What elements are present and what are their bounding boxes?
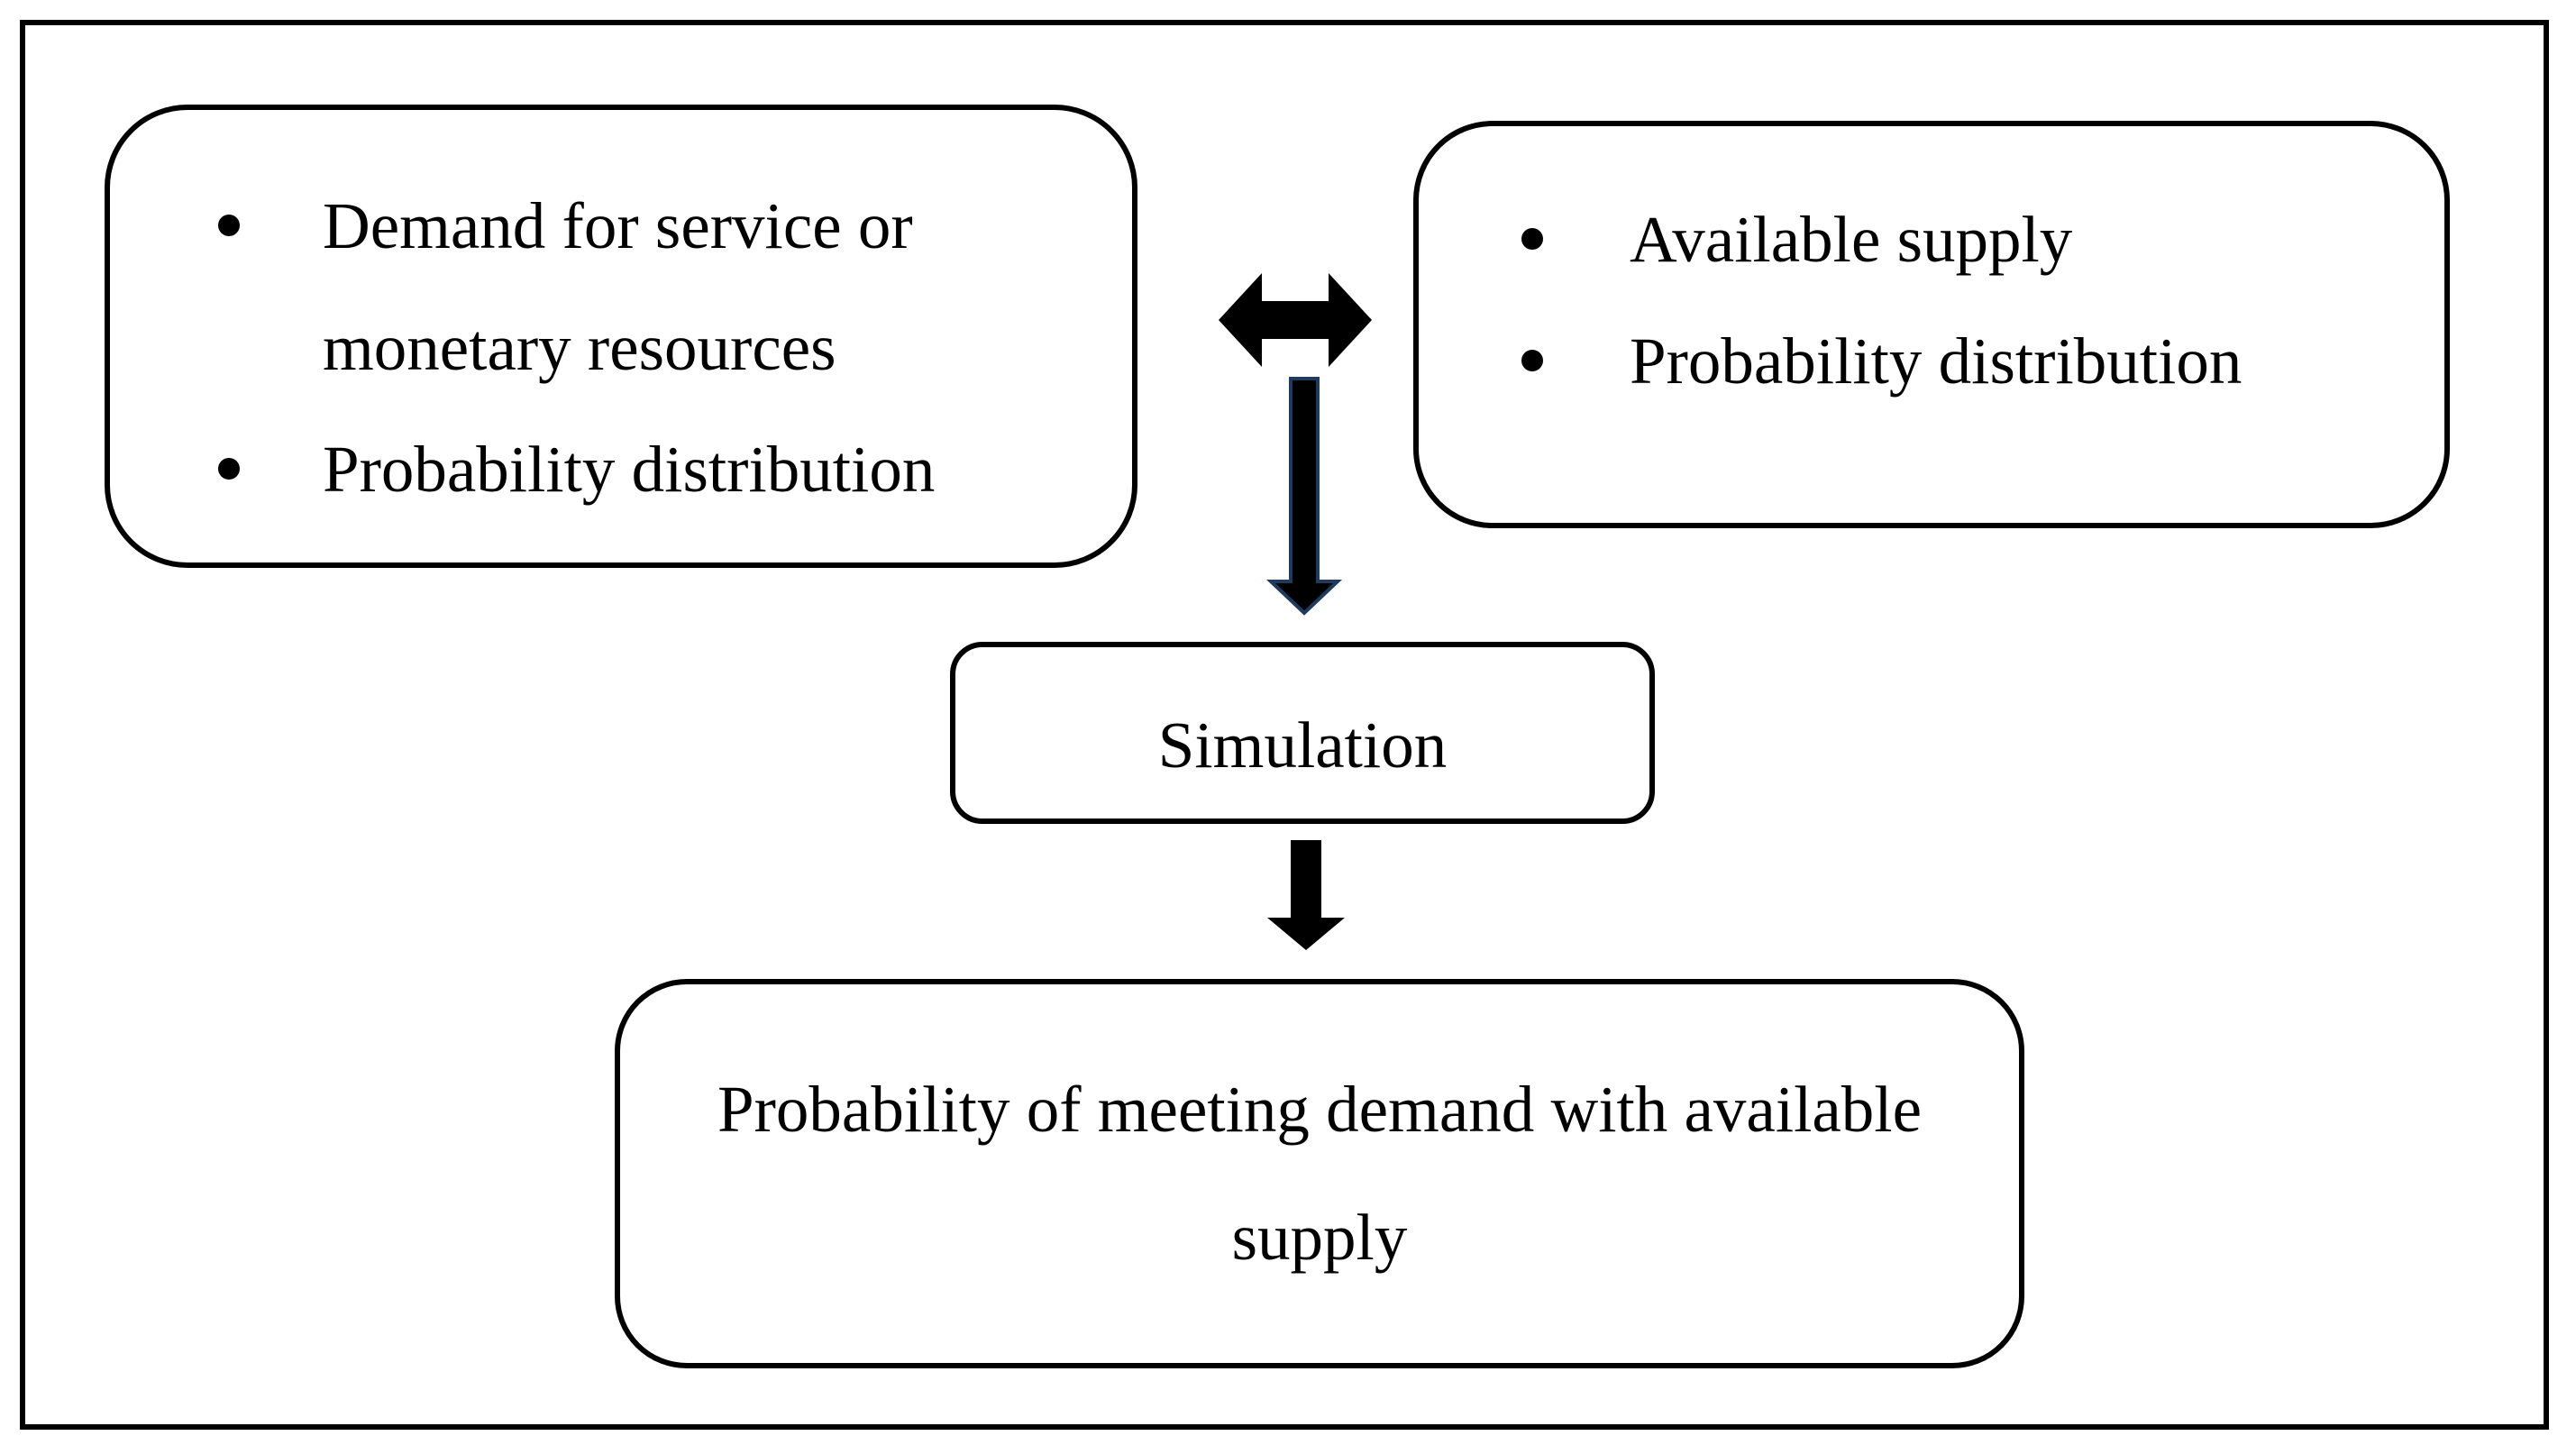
simulation-box <box>950 642 1655 824</box>
demand-list: Demand for service or monetary resources… <box>218 165 1119 530</box>
demand-item-label: Probability distribution <box>323 433 936 506</box>
supply-box <box>1413 121 2450 528</box>
bullet-icon <box>1521 350 1543 371</box>
down-arrow-icon <box>1267 840 1345 950</box>
supply-list: Available supply Probability distributio… <box>1521 178 2423 422</box>
supply-item-label: Available supply <box>1630 203 2073 276</box>
bullet-icon <box>218 458 240 480</box>
result-box <box>615 979 2024 1368</box>
demand-item-label: Demand for service or monetary resources <box>323 189 913 384</box>
supply-list-item: Available supply <box>1521 178 2423 300</box>
result-label: Probability of meeting demand with avail… <box>717 1073 1922 1274</box>
demand-box <box>105 105 1137 568</box>
demand-list-item: Demand for service or monetary resources <box>218 165 1119 408</box>
down-arrow-icon <box>1265 377 1343 616</box>
supply-list-item: Probability distribution <box>1521 300 2423 422</box>
demand-list-item: Probability distribution <box>218 408 1119 530</box>
bullet-icon <box>218 215 240 236</box>
bullet-icon <box>1521 228 1543 250</box>
supply-item-label: Probability distribution <box>1630 325 2243 398</box>
simulation-label: Simulation <box>1157 709 1448 782</box>
double-arrow-icon <box>1219 273 1372 367</box>
